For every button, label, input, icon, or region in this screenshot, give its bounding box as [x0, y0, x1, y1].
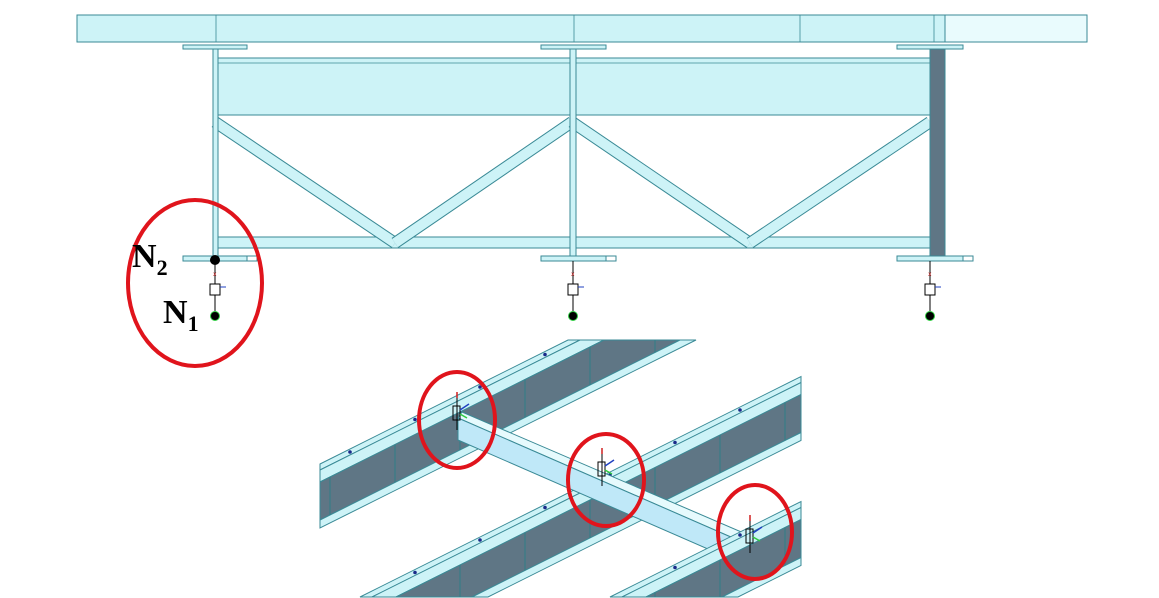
node-n2 — [210, 255, 220, 265]
highlight-circle-connection — [566, 432, 646, 528]
iso-group — [319, 339, 802, 598]
local-axis-y — [752, 536, 761, 542]
slab-end — [944, 14, 1088, 43]
beam-node — [543, 352, 547, 357]
local-axis-z — [752, 526, 763, 534]
diagonal-brace — [212, 117, 398, 248]
support-spring-icon — [924, 283, 936, 296]
flange-end — [605, 255, 617, 262]
support-spring-icon — [567, 283, 579, 296]
local-axis-z — [459, 403, 470, 411]
highlight-circle-n1-n2 — [126, 198, 264, 368]
beam-node — [738, 408, 742, 412]
diagonal-brace — [392, 117, 575, 248]
support-node — [211, 312, 219, 320]
beam-node — [478, 385, 482, 389]
local-axis-y — [459, 413, 468, 419]
support-node — [569, 312, 577, 320]
diagonal-brace — [569, 117, 753, 248]
beam-node — [413, 570, 417, 575]
node-label-n1: N1 — [163, 294, 199, 336]
local-axis-x: x — [571, 271, 575, 278]
highlight-circle-connection — [417, 370, 497, 470]
flange-end — [962, 255, 974, 262]
connection-symbol — [745, 528, 754, 544]
node-label-n2: N2 — [132, 238, 168, 280]
flange-end — [246, 255, 258, 262]
local-axis-x: x — [928, 271, 932, 278]
local-axis-z — [604, 459, 615, 467]
local-axis-y — [604, 469, 613, 475]
beam-node — [543, 505, 547, 510]
local-axis-x: x — [213, 271, 217, 278]
connection-symbol — [597, 461, 606, 477]
beam-node — [413, 417, 417, 422]
beam-node — [673, 565, 677, 570]
connection-symbol — [452, 405, 461, 421]
support-spring-icon — [209, 283, 221, 296]
beam-node — [738, 533, 742, 537]
highlight-circle-connection — [716, 483, 794, 581]
diagonal-brace — [747, 117, 933, 248]
support-node — [926, 312, 934, 320]
deck-slab — [76, 14, 1088, 43]
beam-node — [348, 450, 352, 454]
beam-node — [673, 440, 677, 445]
beam-node — [478, 538, 482, 542]
